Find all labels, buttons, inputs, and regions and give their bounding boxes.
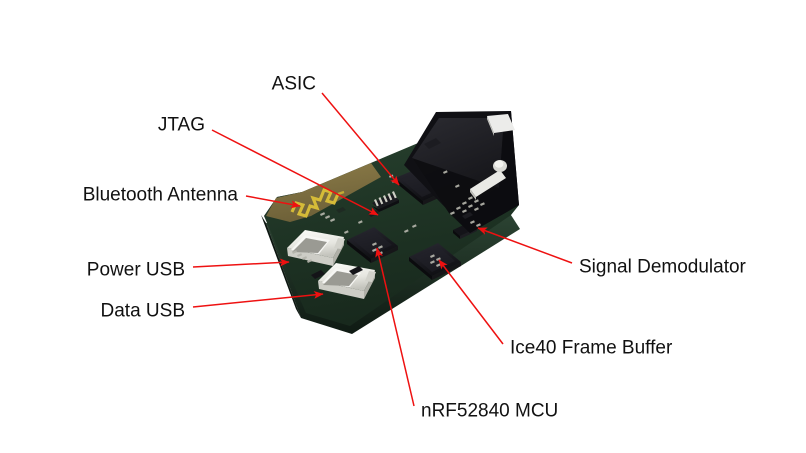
bluetooth-antenna-trace [290, 188, 340, 218]
leader-line-data-usb [192, 291, 324, 308]
callout-label-bluetooth-antenna: Bluetooth Antenna [82, 184, 238, 206]
leader-line-asic [321, 92, 400, 186]
callout-label-jtag: JTAG [157, 114, 205, 136]
antenna-feed-trace [337, 190, 345, 196]
leader-line-jtag [211, 129, 379, 216]
callout-label-asic: ASIC [271, 73, 316, 95]
leader-line-signal-demodulator [477, 227, 573, 264]
leader-line-bluetooth-antenna [245, 195, 301, 209]
callout-label-signal-demodulator: Signal Demodulator [579, 256, 746, 278]
leader-line-nrf52840-mcu [375, 247, 415, 407]
callout-label-ice40-frame-buffer: Ice40 Frame Buffer [510, 337, 673, 359]
black-fpc-connector [404, 111, 519, 233]
power-usb-c-connector [287, 230, 345, 266]
data-usb-c-connector [318, 263, 376, 299]
callout-label-power-usb: Power USB [86, 259, 185, 281]
leader-line-ice40-frame-buffer [438, 259, 504, 345]
callout-label-data-usb: Data USB [100, 300, 185, 322]
leader-lines-group [192, 92, 573, 407]
jtag-header [372, 191, 399, 212]
leader-line-power-usb [192, 258, 290, 268]
callout-label-nrf52840-mcu: nRF52840 MCU [421, 400, 559, 422]
pcb-board [261, 111, 520, 334]
